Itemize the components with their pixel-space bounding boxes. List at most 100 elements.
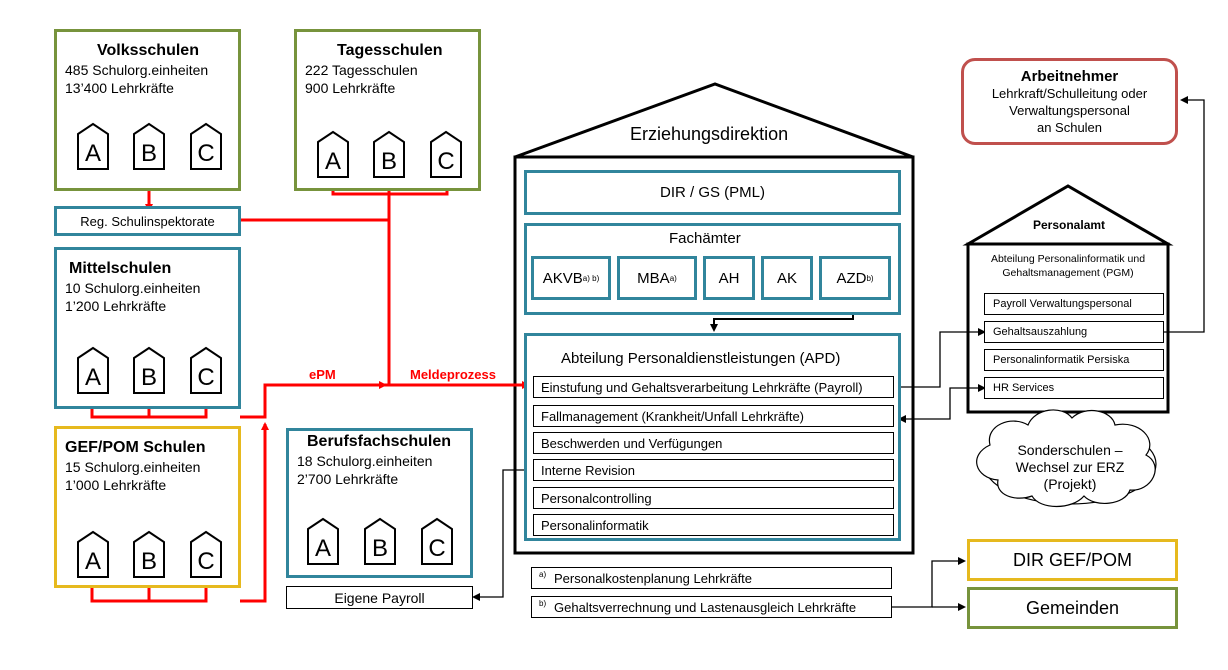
house-letter: C [197, 140, 215, 167]
personalamt-item-gehaltsauszahlung: Gehaltsauszahlung [984, 321, 1164, 343]
tagesschulen-title: Tagesschulen [337, 42, 443, 59]
arbeitnehmer-line2: Verwaltungspersonal [1009, 103, 1130, 118]
house-letter: A [84, 364, 101, 391]
apd-item-revision: Interne Revision [533, 459, 894, 481]
fachamt-akvb-label: AKVB [542, 269, 583, 287]
house-icon: A [307, 517, 339, 565]
cloud-line3: (Projekt) [1043, 476, 1097, 492]
gemeinden-label: Gemeinden [1025, 597, 1120, 618]
personalamt-roof [962, 184, 1174, 246]
eigene-payroll-box: Eigene Payroll [286, 586, 473, 609]
cloud-outline [976, 409, 1156, 507]
footnote-b: b) Gehaltsverrechnung und Lastenausgleic… [531, 596, 892, 618]
erz-title: Erziehungsdirektion [630, 124, 789, 144]
gefpom-schulen-units: 15 Schulorg.einheiten [65, 459, 201, 475]
house-letter: B [140, 364, 157, 391]
volksschulen-units: 485 Schulorg.einheiten [65, 62, 209, 78]
cloud-line2: Wechsel zur ERZ [1015, 459, 1125, 475]
house-letter: C [428, 535, 446, 562]
house-icon: B [133, 346, 165, 394]
house-letter: C [197, 364, 215, 391]
apd-item-informatik: Personalinformatik [533, 514, 894, 536]
epm-label: ePM [309, 367, 336, 382]
personalamt-item-label: Personalinformatik Persiska [993, 354, 1130, 366]
apd-item-label: Beschwerden und Verfügungen [541, 436, 723, 451]
house-icon: B [364, 517, 396, 565]
fachaemter-title: Fachämter [669, 230, 741, 247]
arbeitnehmer-line1: Lehrkraft/Schulleitung oder [991, 86, 1148, 101]
personalamt-item-label: Gehaltsauszahlung [993, 326, 1088, 338]
house-letter: B [380, 148, 397, 175]
footnote-b-text: Gehaltsverrechnung und Lastenausgleich L… [554, 600, 857, 615]
pgm-dept-line1: Abteilung Personalinformatik und [990, 253, 1146, 265]
footnote-a: a) Personalkostenplanung Lehrkräfte [531, 567, 892, 589]
eigene-payroll-label: Eigene Payroll [334, 589, 425, 606]
apd-item-label: Interne Revision [541, 463, 635, 478]
house-icon: C [430, 130, 462, 178]
reg-schulinspektorate-label: Reg. Schulinspektorate [80, 213, 215, 229]
fachamt-ak: AK [761, 256, 813, 300]
pgm-dept-line2: Gehaltsmanagement (PGM) [1002, 267, 1134, 279]
erz-roof [514, 82, 914, 159]
fachamt-akvb-note: a) b) [582, 273, 600, 283]
mittelschulen-units: 10 Schulorg.einheiten [65, 280, 201, 296]
fachamt-azd-note: b) [866, 273, 874, 283]
house-icon: C [421, 517, 453, 565]
house-icon: C [190, 122, 222, 170]
house-letter: B [140, 548, 157, 575]
house-letter: C [437, 148, 455, 175]
berufsfachschulen-teachers: 2’700 Lehrkräfte [297, 471, 399, 487]
footnote-b-mark: b) [539, 599, 547, 608]
house-letter: A [84, 140, 101, 167]
personalamt-item-persiska: Personalinformatik Persiska [984, 349, 1164, 371]
fachamt-mba-note: a) [669, 273, 677, 283]
apd-item-fallmanagement: Fallmanagement (Krankheit/Unfall Lehrkrä… [533, 405, 894, 427]
arbeitnehmer-line3: an Schulen [1036, 120, 1103, 135]
fachamt-ah: AH [703, 256, 755, 300]
personalamt-title: Personalamt [1033, 218, 1106, 232]
fachamt-ak-label: AK [776, 269, 797, 287]
house-icon: A [77, 346, 109, 394]
tagesschulen-teachers: 900 Lehrkräfte [305, 80, 396, 96]
tagesschulen-count: 222 Tagesschulen [305, 62, 418, 78]
house-letter: A [314, 535, 331, 562]
house-icon: B [133, 122, 165, 170]
berufsfachschulen-units: 18 Schulorg.einheiten [297, 453, 433, 469]
house-icon: B [133, 530, 165, 578]
house-letter: B [140, 140, 157, 167]
volksschulen-title: Volksschulen [97, 42, 199, 59]
house-icon: A [77, 122, 109, 170]
apd-item-payroll: Einstufung und Gehaltsverarbeitung Lehrk… [533, 376, 894, 398]
gefpom-schulen-title: GEF/POM Schulen [65, 439, 206, 456]
apd-item-label: Einstufung und Gehaltsverarbeitung Lehrk… [541, 380, 863, 395]
arbeitnehmer-box: Arbeitnehmer Lehrkraft/Schulleitung oder… [961, 58, 1178, 145]
gefpom-schulen-teachers: 1’000 Lehrkräfte [65, 477, 167, 493]
apd-item-label: Personalinformatik [541, 518, 649, 533]
fachamt-ah-label: AH [718, 269, 740, 287]
footnote-a-text: Personalkostenplanung Lehrkräfte [554, 571, 753, 586]
personalamt-item-hr-services: HR Services [984, 377, 1164, 399]
house-letter: A [324, 148, 341, 175]
house-letter: B [371, 535, 388, 562]
dir-gefpom-label: DIR GEF/POM [1012, 549, 1132, 570]
footnote-a-mark: a) [539, 570, 547, 579]
house-icon: A [317, 130, 349, 178]
reg-schulinspektorate-box: Reg. Schulinspektorate [54, 206, 241, 236]
apd-item-label: Personalcontrolling [541, 491, 652, 506]
personalamt-item-label: Payroll Verwaltungspersonal [993, 298, 1132, 310]
apd-item-beschwerden: Beschwerden und Verfügungen [533, 432, 894, 454]
meldeprozess-label: Meldeprozess [410, 367, 496, 382]
dir-gefpom-box: DIR GEF/POM [967, 539, 1178, 581]
gemeinden-box: Gemeinden [967, 587, 1178, 629]
personalamt-item-label: HR Services [993, 382, 1055, 394]
apd-item-label: Fallmanagement (Krankheit/Unfall Lehrkrä… [541, 409, 805, 424]
apd-title: Abteilung Personaldienstleistungen (APD) [561, 350, 841, 367]
house-icon: B [373, 130, 405, 178]
fachamt-mba-label: MBA [637, 269, 670, 287]
house-letter: A [84, 548, 101, 575]
dir-gs-box: DIR / GS (PML) [524, 170, 901, 215]
house-icon: A [77, 530, 109, 578]
